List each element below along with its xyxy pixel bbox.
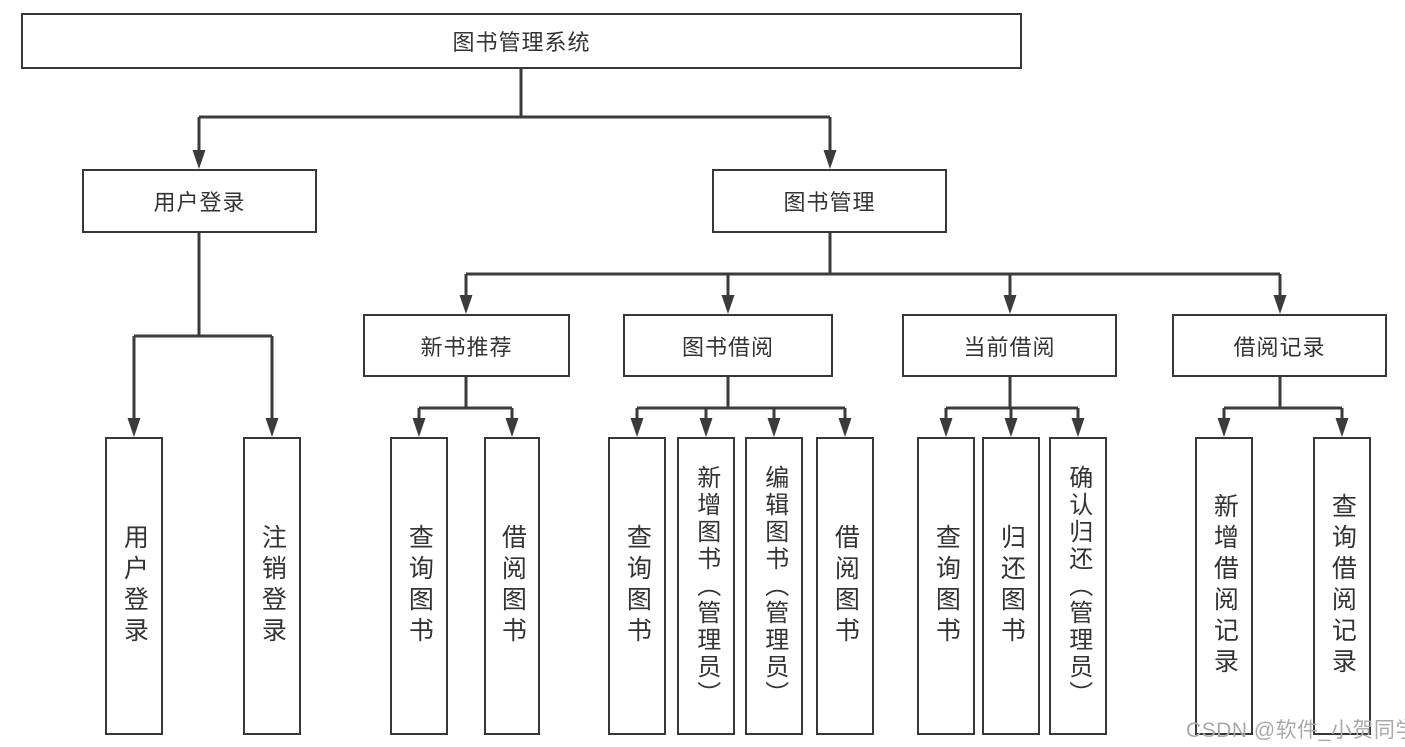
node-label: 查询图书 xyxy=(932,524,961,648)
node-leaf-return-books: 归还图书 xyxy=(982,437,1040,735)
node-label: 归还图书 xyxy=(997,524,1026,648)
connector-book-mgmt-to-level3 xyxy=(464,233,1282,297)
node-label: 注销登录 xyxy=(258,524,287,648)
node-label: 图书借阅 xyxy=(681,334,774,360)
node-label: 查询图书 xyxy=(623,524,652,648)
node-label: 用户登录 xyxy=(153,190,246,215)
node-borrow-records: 借阅记录 xyxy=(1172,314,1387,377)
node-new-book-rec: 新书推荐 xyxy=(363,314,570,377)
connector-current-borrow-to-leaves xyxy=(944,377,1080,420)
node-leaf-query-books-1: 查询图书 xyxy=(390,437,448,735)
node-label: 新增图书（管理员） xyxy=(692,464,720,708)
node-leaf-query-books-2: 查询图书 xyxy=(608,437,666,735)
node-label: 编辑图书（管理员） xyxy=(760,464,788,708)
node-leaf-query-books-3: 查询图书 xyxy=(917,437,975,735)
node-leaf-borrow-books-1: 借阅图书 xyxy=(484,437,540,735)
node-leaf-logout: 注销登录 xyxy=(243,437,301,735)
node-leaf-borrow-books-2: 借阅图书 xyxy=(816,437,874,735)
node-book-borrow: 图书借阅 xyxy=(623,314,833,377)
node-root-label: 图书管理系统 xyxy=(452,30,591,55)
connector-borrow-records-to-leaves xyxy=(1222,377,1344,420)
connector-user-login-to-leaves xyxy=(132,233,274,420)
node-label: 新增借阅记录 xyxy=(1210,493,1239,679)
node-label: 查询图书 xyxy=(405,524,434,648)
node-leaf-edit-books-admin: 编辑图书（管理员） xyxy=(745,437,803,735)
node-leaf-user-login: 用户登录 xyxy=(105,437,163,735)
watermark: CSDN @软件_小贺同学 xyxy=(1186,719,1405,742)
node-current-borrow: 当前借阅 xyxy=(902,314,1117,377)
connector-book-borrow-to-leaves xyxy=(635,377,847,420)
node-label: 借阅记录 xyxy=(1233,334,1326,360)
node-label: 确认归还（管理员） xyxy=(1064,464,1092,708)
node-book-mgmt-branch: 图书管理 xyxy=(712,169,947,233)
node-label: 当前借阅 xyxy=(963,334,1056,360)
node-label: 借阅图书 xyxy=(498,524,527,648)
node-label: 用户登录 xyxy=(120,524,149,648)
node-label: 查询借阅记录 xyxy=(1328,493,1357,679)
node-user-login-branch: 用户登录 xyxy=(82,169,317,233)
connector-root-to-level2 xyxy=(197,69,832,151)
node-leaf-confirm-return-admin: 确认归还（管理员） xyxy=(1049,437,1107,735)
node-leaf-add-borrow-record: 新增借阅记录 xyxy=(1195,437,1253,735)
node-label: 新书推荐 xyxy=(420,334,513,360)
node-root: 图书管理系统 xyxy=(21,13,1022,69)
node-label: 图书管理 xyxy=(783,190,876,215)
node-label: 借阅图书 xyxy=(831,524,860,648)
connector-new-book-to-leaves xyxy=(417,377,514,420)
node-leaf-query-borrow-record: 查询借阅记录 xyxy=(1313,437,1371,735)
node-leaf-add-books-admin: 新增图书（管理员） xyxy=(677,437,735,735)
arrowheads xyxy=(127,150,1349,437)
